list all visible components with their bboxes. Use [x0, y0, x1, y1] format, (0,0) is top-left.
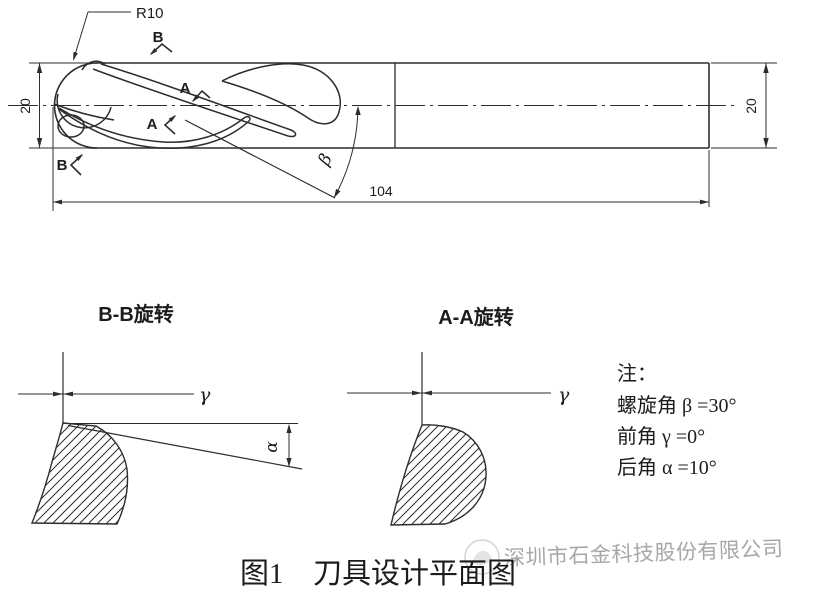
aa-rake-angle-label: γ [558, 384, 570, 406]
helix-angle-label: β [314, 150, 337, 169]
section-view-bb: B-B旋转 γ α [18, 302, 303, 525]
aa-tooth-profile [390, 424, 487, 526]
watermark-company-name: 深圳市石金科技股份有限公司 [504, 537, 784, 570]
note-relief-angle: 后角 α =10° [617, 456, 717, 479]
dim-diameter-right: 20 [711, 62, 777, 149]
dim-length-104: 104 [52, 107, 710, 211]
note-rake-angle: 前角 γ =0° [617, 425, 705, 448]
flute-curves [53, 60, 341, 150]
company-logo-icon [464, 539, 500, 575]
figure-number: 图1 [240, 558, 284, 590]
main-view: β R10 20 20 [8, 5, 777, 211]
length-value: 104 [369, 183, 393, 199]
figure-caption: 图1 刀具设计平面图 [240, 557, 516, 590]
section-cut-marks: B A A B [57, 29, 211, 176]
section-label-b-lower: B [57, 157, 68, 174]
notes-block: 注： 螺旋角 β =30° 前角 γ =0° 后角 α =10° [617, 362, 736, 479]
notes-heading: 注： [617, 362, 657, 385]
figure-title: 刀具设计平面图 [313, 557, 516, 590]
diameter-right-value: 20 [743, 98, 759, 114]
section-label-a-lower: A [147, 116, 158, 133]
note-helix-angle: 螺旋角 β =30° [617, 394, 736, 417]
section-view-aa: A-A旋转 γ [347, 305, 570, 526]
tool-outline [53, 62, 710, 149]
aa-title: A-A旋转 [438, 305, 514, 329]
dim-diameter-left: 20 [17, 62, 96, 149]
bb-title: B-B旋转 [98, 302, 174, 326]
bb-tooth-profile [30, 422, 129, 525]
r10-label: R10 [136, 5, 164, 22]
helix-line [184, 119, 336, 199]
bb-rake-angle-label: γ [199, 384, 211, 406]
section-label-b-upper: B [153, 29, 164, 46]
diameter-left-value: 20 [17, 98, 33, 114]
section-label-a-upper: A [180, 80, 191, 97]
bb-relief-angle-label: α [262, 441, 282, 453]
r10-callout: R10 [73, 5, 164, 61]
